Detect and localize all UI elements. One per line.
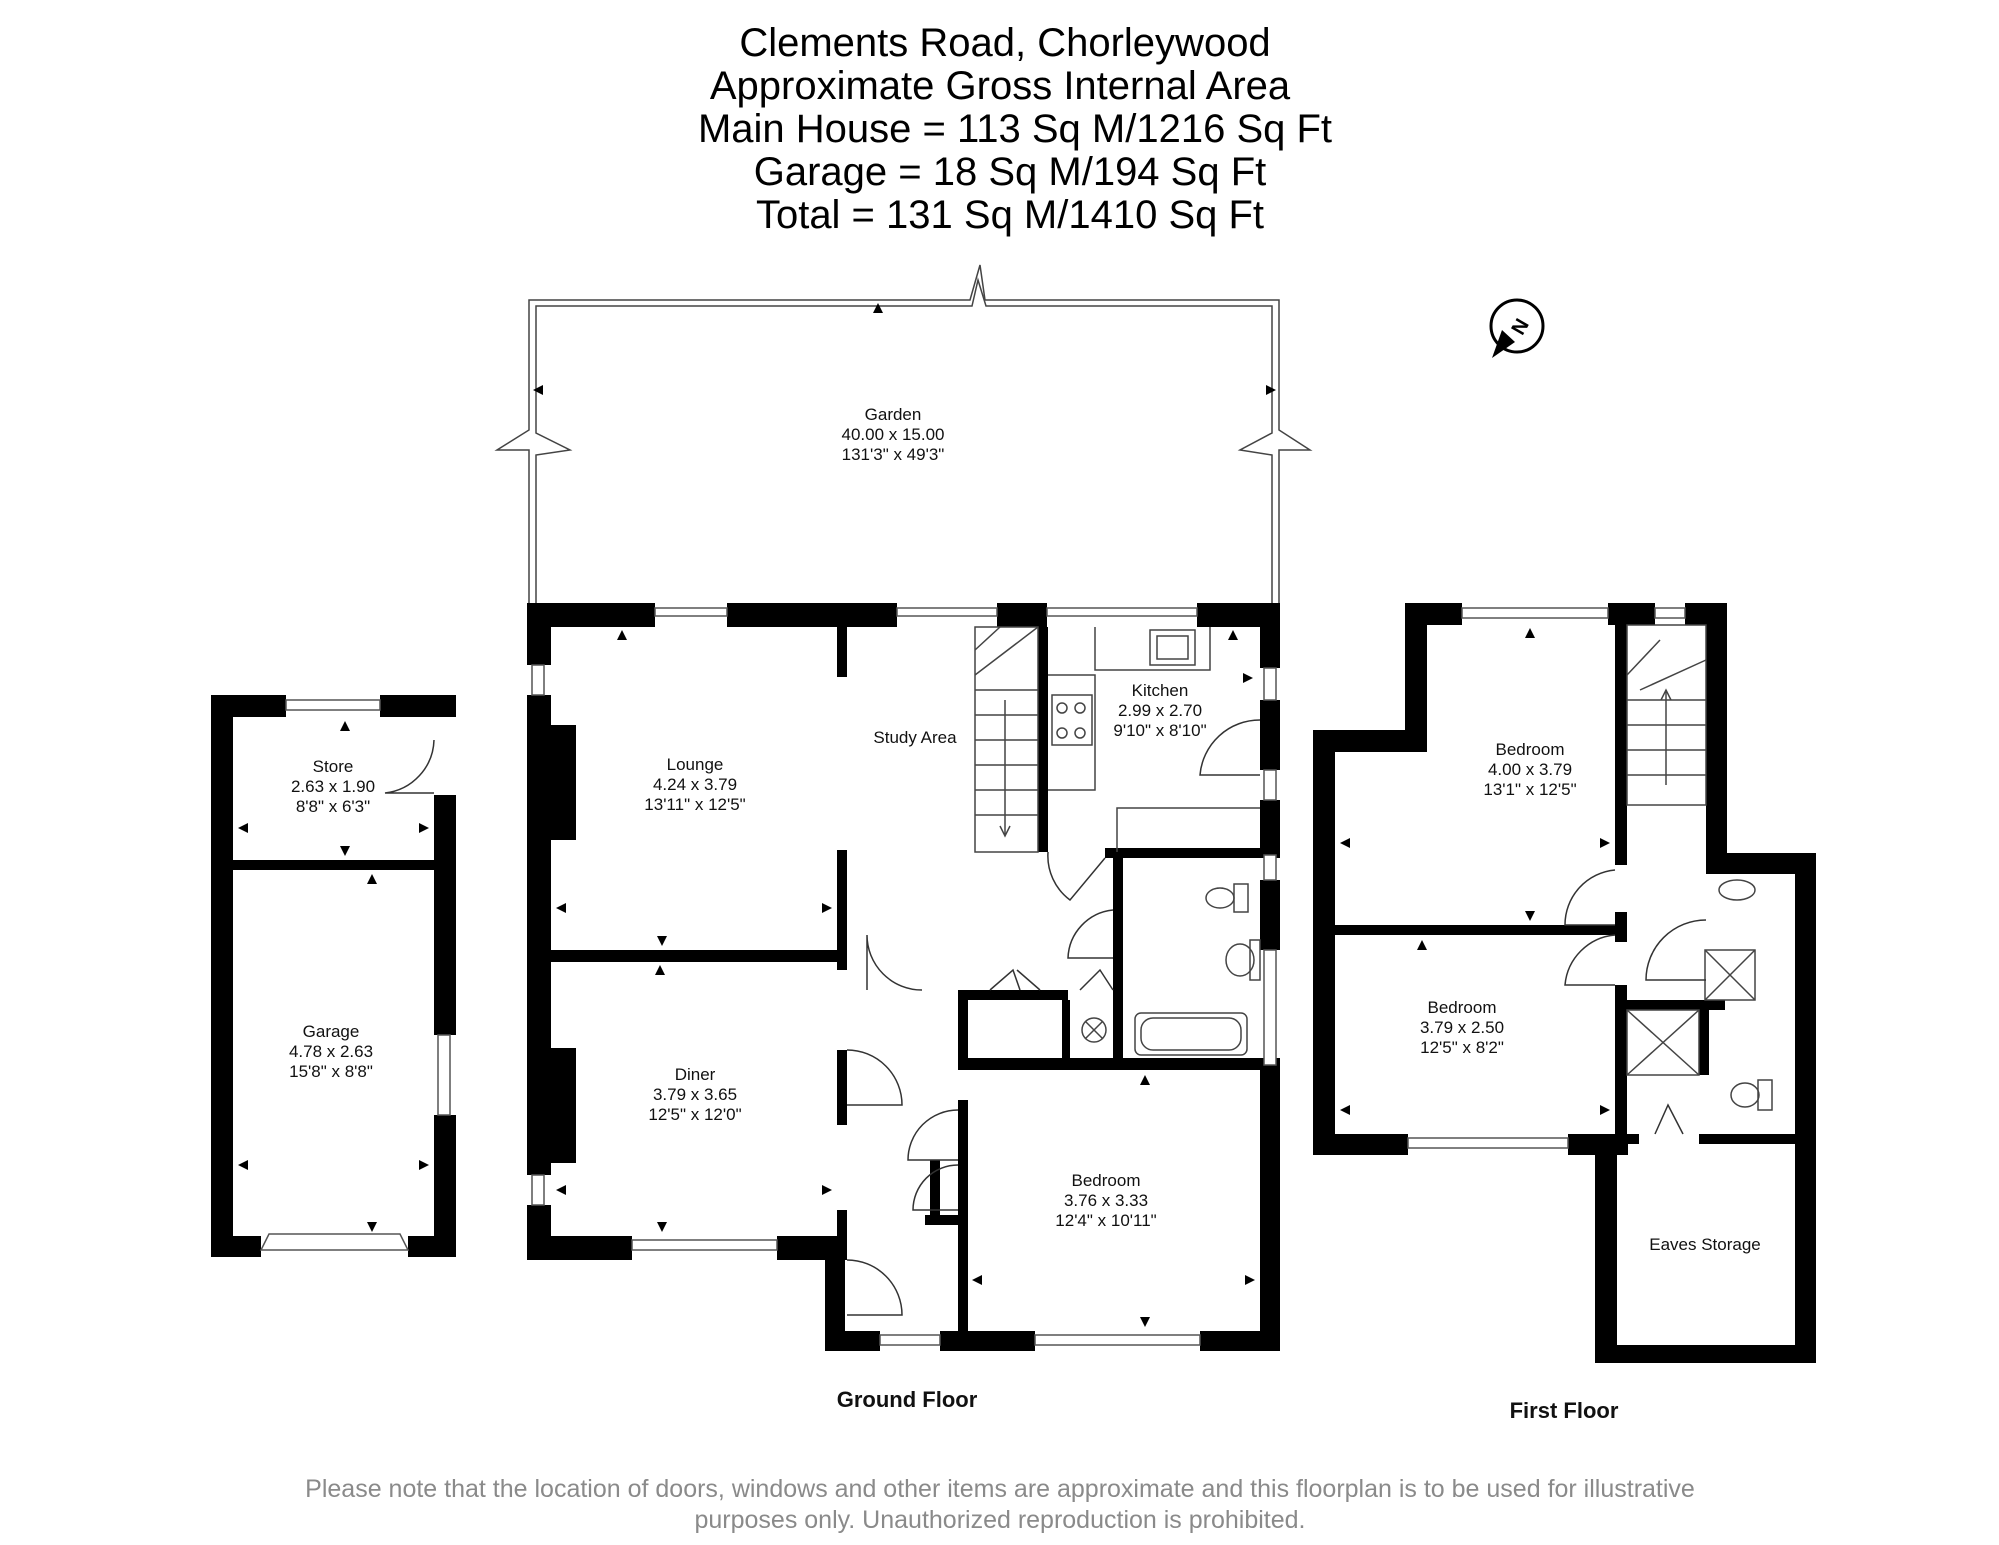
garden-imperial: 131'3" x 49'3" (842, 445, 945, 464)
garden-metric: 40.00 x 15.00 (841, 425, 944, 444)
lounge-imperial: 13'11" x 12'5" (644, 795, 745, 814)
diner-metric: 3.79 x 3.65 (653, 1085, 737, 1104)
bathroom-fittings (1081, 883, 1261, 1056)
bedroom-first-2-imperial: 12'5" x 8'2" (1420, 1038, 1504, 1057)
store-name: Store (313, 757, 354, 776)
bedroom-ground-imperial: 12'4" x 10'11" (1055, 1211, 1156, 1230)
ground-floor-windows (531, 607, 1277, 1346)
garden-area: Garden 40.00 x 15.00 131'3" x 49'3" (494, 264, 1313, 605)
first-floor-labels: Bedroom 4.00 x 3.79 13'1" x 12'5" Bedroo… (1420, 740, 1761, 1254)
disclaimer-line-2: purposes only. Unauthorized reproduction… (694, 1506, 1305, 1534)
bedroom-first-2-name: Bedroom (1428, 998, 1497, 1017)
ground-floor-label: Ground Floor (837, 1387, 978, 1412)
first-floor-walls (1313, 603, 1816, 1363)
kitchen-imperial: 9'10" x 8'10" (1113, 721, 1206, 740)
bedroom-first-1-name: Bedroom (1496, 740, 1565, 759)
ground-dimension-arrows (556, 630, 1255, 1327)
bedroom-ground-name: Bedroom (1072, 1171, 1141, 1190)
diner-imperial: 12'5" x 12'0" (648, 1105, 741, 1124)
kitchen-fittings (1048, 627, 1260, 852)
eaves-storage-name: Eaves Storage (1649, 1235, 1761, 1254)
ground-floor-doors (846, 719, 1261, 1316)
garage-metric: 4.78 x 2.63 (289, 1042, 373, 1061)
store-metric: 2.63 x 1.90 (291, 777, 375, 796)
title-address: Clements Road, Chorleywood (739, 21, 1270, 65)
first-floor-label: First Floor (1510, 1398, 1619, 1423)
kitchen-metric: 2.99 x 2.70 (1118, 701, 1202, 720)
store-imperial: 8'8" x 6'3" (296, 797, 370, 816)
title-main-house-area: Main House = 113 Sq M/1216 Sq Ft (698, 107, 1332, 151)
lounge-metric: 4.24 x 3.79 (653, 775, 737, 794)
first-floor-fittings (1626, 624, 1773, 1111)
first-dimension-arrows (1340, 628, 1610, 1115)
lounge-name: Lounge (667, 755, 724, 774)
disclaimer-line-1: Please note that the location of doors, … (305, 1475, 1695, 1503)
garage-building: Store 2.63 x 1.90 8'8" x 6'3" Garage 4.7… (211, 695, 456, 1257)
title-garage-area: Garage = 18 Sq M/194 Sq Ft (754, 150, 1267, 194)
title-total-area: Total = 131 Sq M/1410 Sq Ft (756, 193, 1264, 237)
bedroom-first-2-metric: 3.79 x 2.50 (1420, 1018, 1504, 1037)
garage-name: Garage (303, 1022, 360, 1041)
garden-name: Garden (865, 405, 922, 424)
ground-floor-walls (527, 603, 1280, 1351)
title-area-heading: Approximate Gross Internal Area (710, 64, 1291, 108)
title-block: Clements Road, Chorleywood Approximate G… (698, 21, 1332, 237)
bedroom-first-1-imperial: 13'1" x 12'5" (1483, 780, 1576, 799)
bedroom-first-1-metric: 4.00 x 3.79 (1488, 760, 1572, 779)
study-area-name: Study Area (873, 728, 957, 747)
ground-floor-labels: Lounge 4.24 x 3.79 13'11" x 12'5" Study … (644, 681, 1206, 1230)
north-compass-icon: N (1489, 298, 1545, 358)
ground-staircase (974, 626, 1039, 853)
bedroom-ground-metric: 3.76 x 3.33 (1064, 1191, 1148, 1210)
first-floor-doors (1564, 869, 1707, 1135)
garage-imperial: 15'8" x 8'8" (289, 1062, 373, 1081)
kitchen-name: Kitchen (1132, 681, 1189, 700)
diner-name: Diner (675, 1065, 716, 1084)
